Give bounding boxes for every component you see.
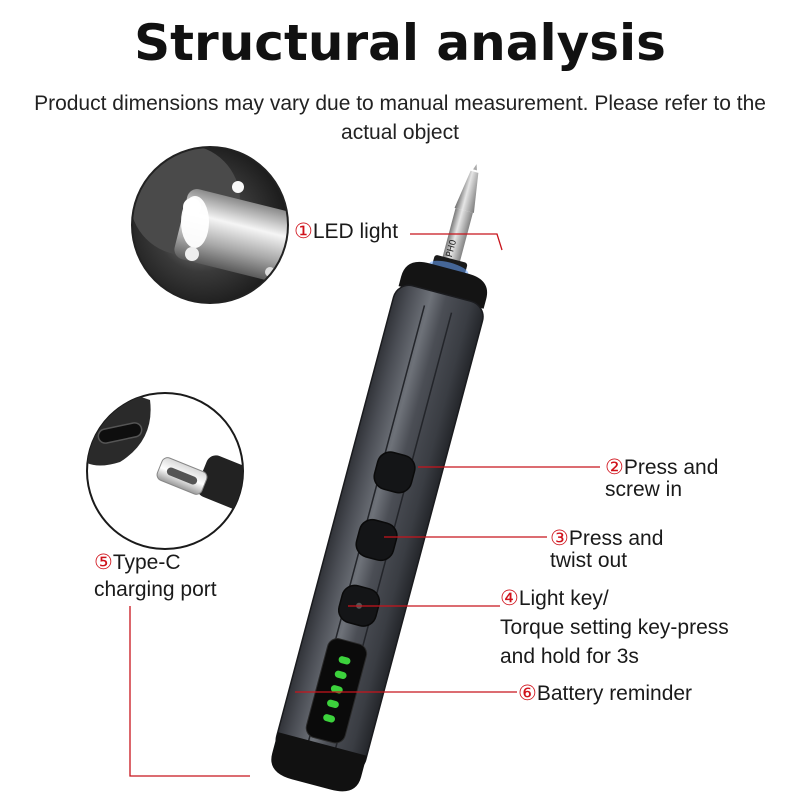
page-subtitle: Product dimensions may vary due to manua… — [34, 92, 766, 144]
screwdriver: PH0 — [271, 164, 488, 792]
screwdriver-bit — [440, 208, 473, 269]
battery-led — [338, 656, 351, 665]
battery-led — [327, 699, 339, 708]
twist-out-button — [355, 518, 398, 562]
bit-marking: PH0 — [445, 238, 459, 258]
page-title: Structural analysis — [134, 14, 666, 72]
callout-press-screw-in: ②Press and screw in — [605, 456, 719, 501]
leader-line-led — [410, 233, 503, 251]
callout-light-key: ④Light key/ Torque setting key-press and… — [500, 587, 729, 668]
callout-battery-reminder: ⑥Battery reminder — [518, 682, 693, 705]
callout-type-c-port: ⑤Type-C charging port — [94, 551, 217, 601]
screw-in-button — [373, 451, 416, 494]
battery-led — [323, 714, 336, 723]
led-closeup — [131, 146, 289, 304]
battery-indicator — [323, 656, 351, 723]
battery-led — [334, 670, 347, 679]
leader-line-type-c — [129, 606, 250, 777]
leader-lines — [129, 233, 600, 777]
callout-led-light: ①LED light — [294, 220, 399, 243]
callout-press-twist-out: ③Press and twist out — [550, 527, 664, 572]
usb-c-closeup — [86, 392, 244, 550]
